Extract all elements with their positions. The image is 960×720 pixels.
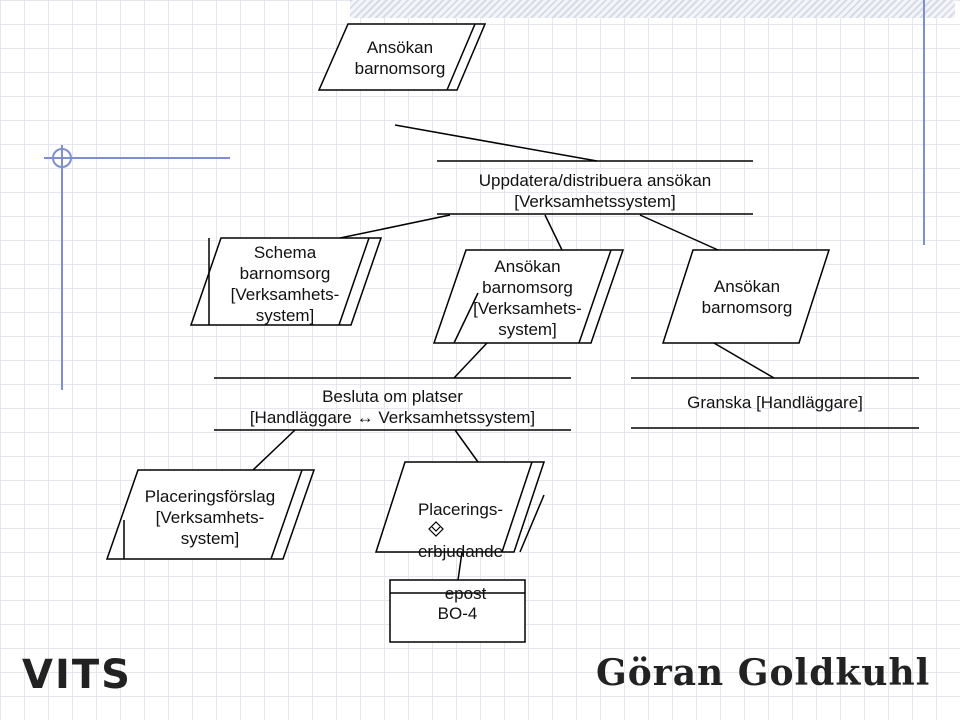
schema-document-shape: [189, 237, 383, 326]
placeringserbjudande-line2: erbjudande: [417, 542, 504, 561]
placeringsforslag-label: Placeringsförslag [Verksamhets- system]: [144, 487, 276, 548]
top-document-shape: [317, 23, 487, 91]
ansokan-store-shape: [432, 249, 625, 344]
granska-process-label: Granska [Handläggare]: [687, 393, 863, 412]
crosshair-icon: [44, 145, 230, 390]
brand-vits-logo: VITS: [22, 652, 132, 698]
granska-process-shape: [631, 377, 919, 429]
placeringsforslag-shape: [105, 469, 316, 560]
placeringserbjudande-line3: epost: [444, 584, 487, 603]
placeringserbjudande-line1: Placerings-: [417, 500, 504, 519]
envelope-icon: [428, 521, 444, 537]
update-process-label: Uppdatera/distribuera ansökan [Verksamhe…: [478, 171, 712, 211]
schema-document-label: Schema barnomsorg [Verksamhets- system]: [230, 243, 340, 325]
bo4-label: BO-4: [437, 604, 478, 623]
connectors: [252, 124, 775, 581]
ansokan-store-label: Ansökan barnomsorg [Verksamhets- system]: [473, 257, 582, 339]
brand-author-name: Göran Goldkuhl: [596, 652, 931, 694]
ansokan-document-label: Ansökan barnomsorg: [701, 277, 793, 317]
title-bar-hatch: [350, 0, 955, 18]
top-document-label: Ansökan barnomsorg: [354, 38, 446, 78]
placeringserbjudande-shape: [374, 461, 546, 553]
ansokan-document-shape: [661, 249, 831, 344]
besluta-process-shape: [214, 377, 571, 431]
bo4-box-shape: [389, 579, 526, 643]
update-process-shape: [437, 160, 753, 215]
besluta-process-label: Besluta om platser [Handläggare ↔ Verksa…: [249, 387, 536, 427]
placeringserbjudande-label: Placerings- erbjudande epost: [388, 478, 533, 625]
